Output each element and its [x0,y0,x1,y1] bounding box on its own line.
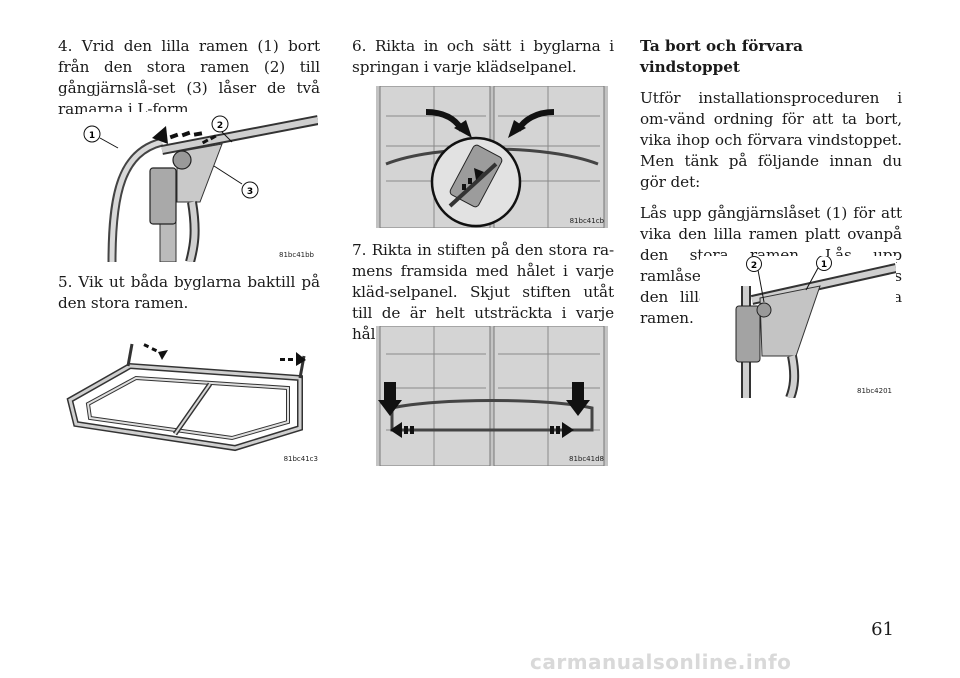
figure-code: 81bc41d8 [568,455,604,463]
callout-1: 1 [821,260,827,270]
figure-large-frame: 81bc41c3 [60,330,322,466]
step-5-text: 5. Vik ut båda byglarna baktill på den s… [58,273,320,312]
column-middle: 6. Rikta in och sätt i byglarna i spring… [352,36,614,78]
figure-code: 81bc41c3 [283,455,318,463]
figure-bail-insert: 81bc41cb [376,86,608,228]
column-left: 4. Vrid den lilla ramen (1) bort från de… [58,36,320,120]
step-4-text: 4. Vrid den lilla ramen (1) bort från de… [58,37,320,118]
callout-1: 1 [89,131,95,141]
column-middle-lower: 7. Rikta in stiften på den stora ra-mens… [352,240,614,345]
figure-code: 81bc41cb [569,217,604,225]
page-number: 61 [871,619,894,640]
callout-2: 2 [217,121,223,131]
watermark: carmanualsonline.info [530,650,792,674]
section-heading: Ta bort och förvara vindstoppet [640,37,803,76]
section-paragraph-1: Utför installationsproceduren i om-vänd … [640,89,902,191]
figure-pin-extend: 81bc41d8 [376,326,608,466]
callout-2: 2 [751,261,757,271]
callout-3: 3 [247,187,253,197]
column-left-lower: 5. Vik ut båda byglarna baktill på den s… [58,272,320,314]
figure-code: 81bc41bb [279,251,314,259]
figure-frame-lock: 2 1 81bc4201 [700,256,896,398]
figure-hinge-lock: 1 2 3 81bc41bb [82,112,318,262]
step-7-text: 7. Rikta in stiften på den stora ra-mens… [352,241,614,343]
step-6-text: 6. Rikta in och sätt i byglarna i spring… [352,37,614,76]
figure-code: 81bc4201 [856,387,892,395]
